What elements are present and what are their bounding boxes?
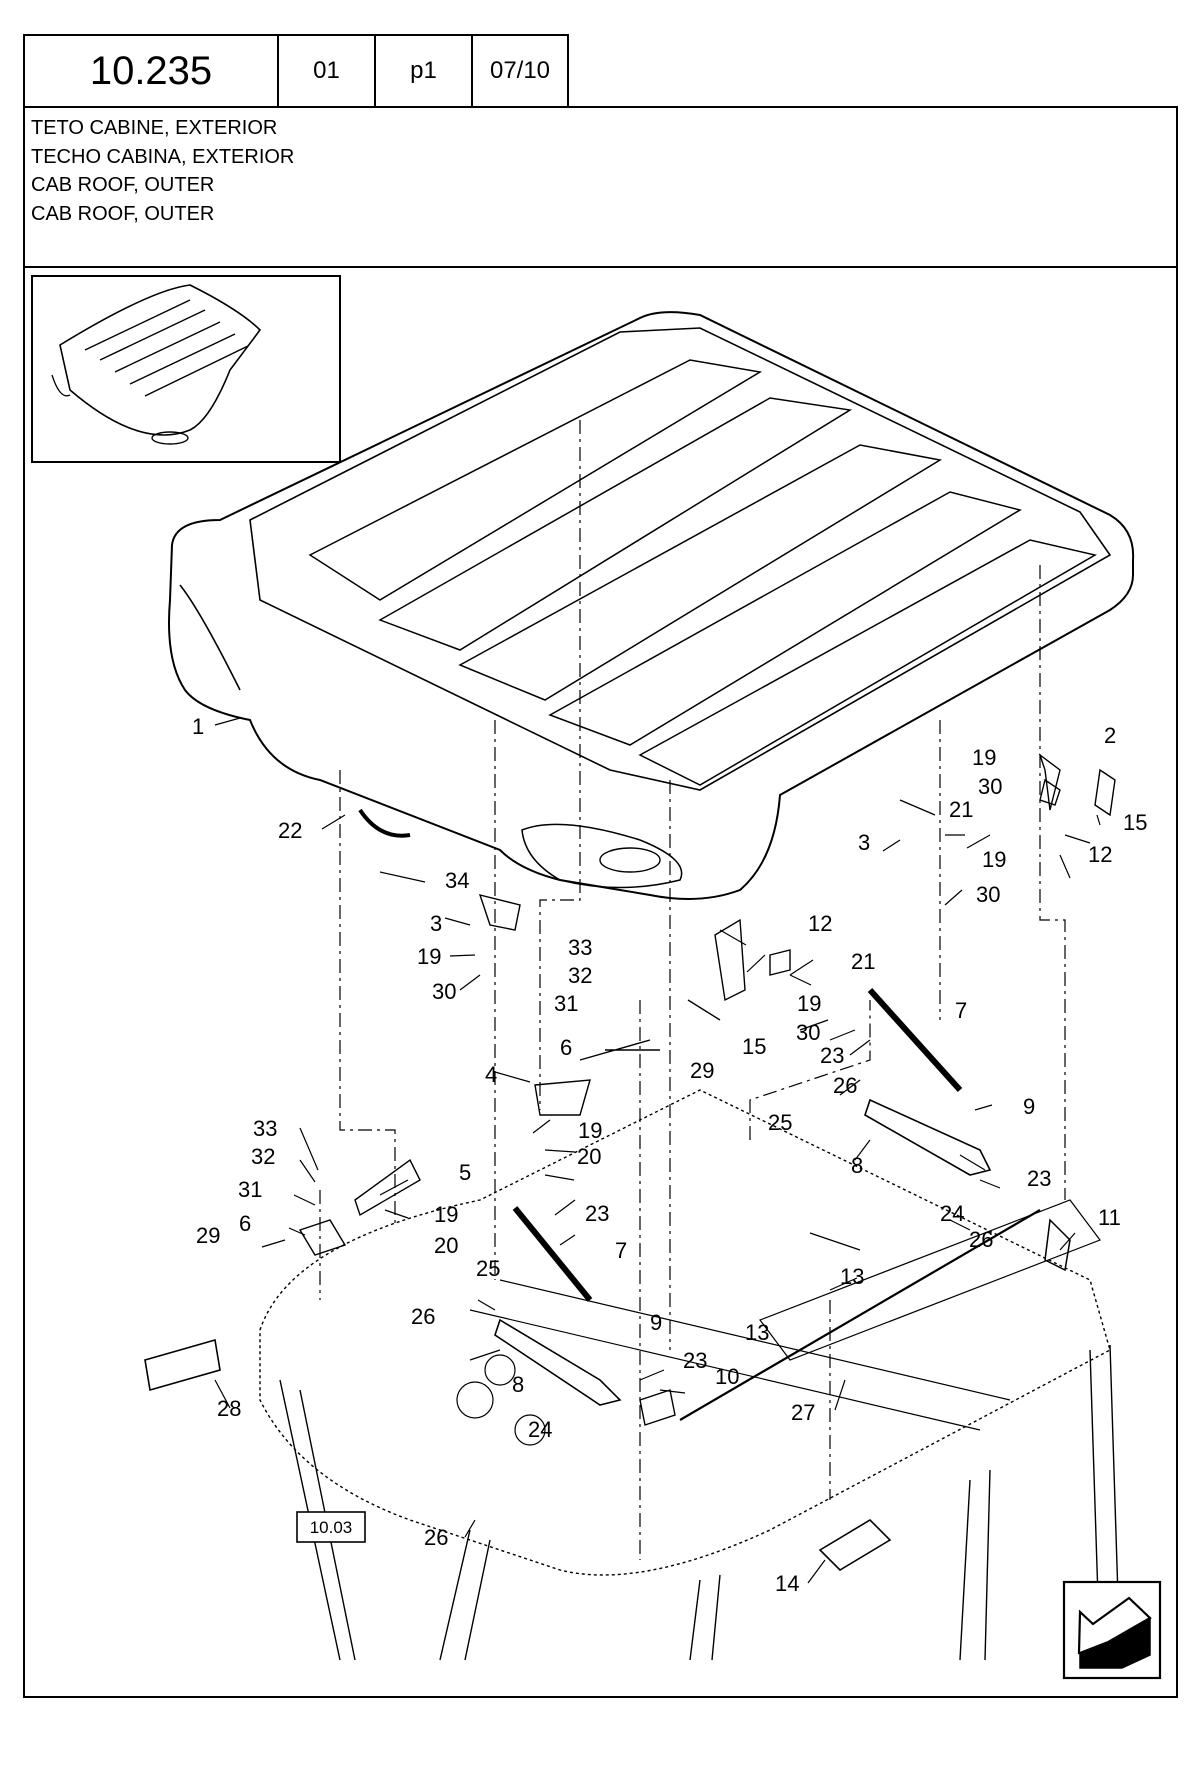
callout-19c: 19 xyxy=(417,944,441,969)
callout-10: 10 xyxy=(715,1364,739,1389)
callout-22: 22 xyxy=(278,818,302,843)
header-code-2: p1 xyxy=(376,36,473,106)
callout-23c: 23 xyxy=(585,1201,609,1226)
callout-25b: 25 xyxy=(476,1256,500,1281)
callout-21: 21 xyxy=(949,797,973,822)
callout-15b: 15 xyxy=(742,1034,766,1059)
callout-29b: 29 xyxy=(196,1223,220,1248)
callout-6: 6 xyxy=(560,1035,572,1060)
callout-3: 3 xyxy=(858,830,870,855)
callout-11: 11 xyxy=(1098,1205,1121,1230)
callout-20b: 20 xyxy=(434,1233,458,1258)
header-date: 07/10 xyxy=(489,57,551,84)
callout-4: 4 xyxy=(485,1062,497,1087)
callout-12b: 12 xyxy=(808,911,832,936)
hardware-parts xyxy=(144,753,1116,1572)
callout-33: 33 xyxy=(568,935,592,960)
callout-leaders xyxy=(214,717,1101,1584)
callout-29: 29 xyxy=(690,1058,714,1083)
callout-30: 30 xyxy=(978,774,1002,799)
callout-3b: 3 xyxy=(430,911,442,936)
callout-27: 27 xyxy=(791,1400,815,1425)
callout-19e: 19 xyxy=(578,1118,602,1143)
next-page-arrow-icon[interactable] xyxy=(1062,1580,1162,1680)
header-code-1: 01 xyxy=(279,36,376,106)
callout-14: 14 xyxy=(775,1571,799,1596)
roof-overview-thumbnail xyxy=(31,275,341,463)
callout-24: 24 xyxy=(940,1201,964,1226)
callout-28: 28 xyxy=(217,1396,241,1421)
cab-frame xyxy=(259,1089,1121,1661)
callout-26: 26 xyxy=(833,1073,857,1098)
callout-26d: 26 xyxy=(424,1525,448,1550)
callout-9b: 9 xyxy=(650,1310,662,1335)
callout-20: 20 xyxy=(577,1144,601,1169)
callout-31b: 31 xyxy=(238,1177,262,1202)
callout-12: 12 xyxy=(1088,842,1112,867)
callout-7: 7 xyxy=(955,998,967,1023)
callout-13b: 13 xyxy=(745,1320,769,1345)
page-number: 10.235 xyxy=(25,36,279,106)
callout-25: 25 xyxy=(768,1110,792,1135)
callout-24b: 24 xyxy=(528,1417,552,1442)
callout-30d: 30 xyxy=(796,1020,820,1045)
callout-15: 15 xyxy=(1123,810,1147,835)
callout-26c: 26 xyxy=(411,1304,435,1329)
callout-5: 5 xyxy=(459,1160,471,1185)
callout-21b: 21 xyxy=(851,949,875,974)
title-block: TETO CABINE, EXTERIOR TECHO CABINA, EXTE… xyxy=(23,106,1178,268)
title-english: CAB ROOF, OUTER xyxy=(31,174,215,196)
title-portuguese: TETO CABINE, EXTERIOR xyxy=(31,117,278,139)
callout-32: 32 xyxy=(568,963,592,988)
callout-19: 19 xyxy=(972,745,996,770)
callout-8b: 8 xyxy=(512,1372,524,1397)
drawing-area xyxy=(23,266,1178,1698)
callout-30b: 30 xyxy=(976,882,1000,907)
reference-box-label: 10.03 xyxy=(310,1518,353,1537)
callout-8: 8 xyxy=(851,1153,863,1178)
callout-34: 34 xyxy=(445,868,469,893)
callout-32b: 32 xyxy=(251,1144,275,1169)
callout-13: 13 xyxy=(840,1264,864,1289)
callout-2: 2 xyxy=(1104,723,1116,748)
callout-33b: 33 xyxy=(253,1116,277,1141)
callout-1: 1 xyxy=(192,714,204,739)
callout-19d: 19 xyxy=(797,991,821,1016)
callout-23: 23 xyxy=(820,1043,844,1068)
callout-19f: 19 xyxy=(434,1202,458,1227)
callout-23b: 23 xyxy=(1027,1166,1051,1191)
cab-roof-panel xyxy=(168,311,1135,900)
callout-23d: 23 xyxy=(683,1348,707,1373)
title-spanish: TECHO CABINA, EXTERIOR xyxy=(31,145,295,168)
callout-9: 9 xyxy=(1023,1094,1035,1119)
callout-31: 31 xyxy=(554,991,578,1016)
callout-labels: 1 2 3 3 4 5 6 6 7 7 8 8 9 9 10 11 12 12 … xyxy=(192,714,1147,1596)
callout-6b: 6 xyxy=(239,1211,251,1236)
callout-19b: 19 xyxy=(982,847,1006,872)
title-english-2: CAB ROOF, OUTER xyxy=(31,202,215,225)
alignment-lines xyxy=(319,420,1066,1560)
callout-26b: 26 xyxy=(969,1227,993,1252)
reference-box[interactable]: 10.03 xyxy=(296,1511,366,1543)
callout-30c: 30 xyxy=(432,979,456,1004)
callout-7b: 7 xyxy=(615,1238,627,1263)
